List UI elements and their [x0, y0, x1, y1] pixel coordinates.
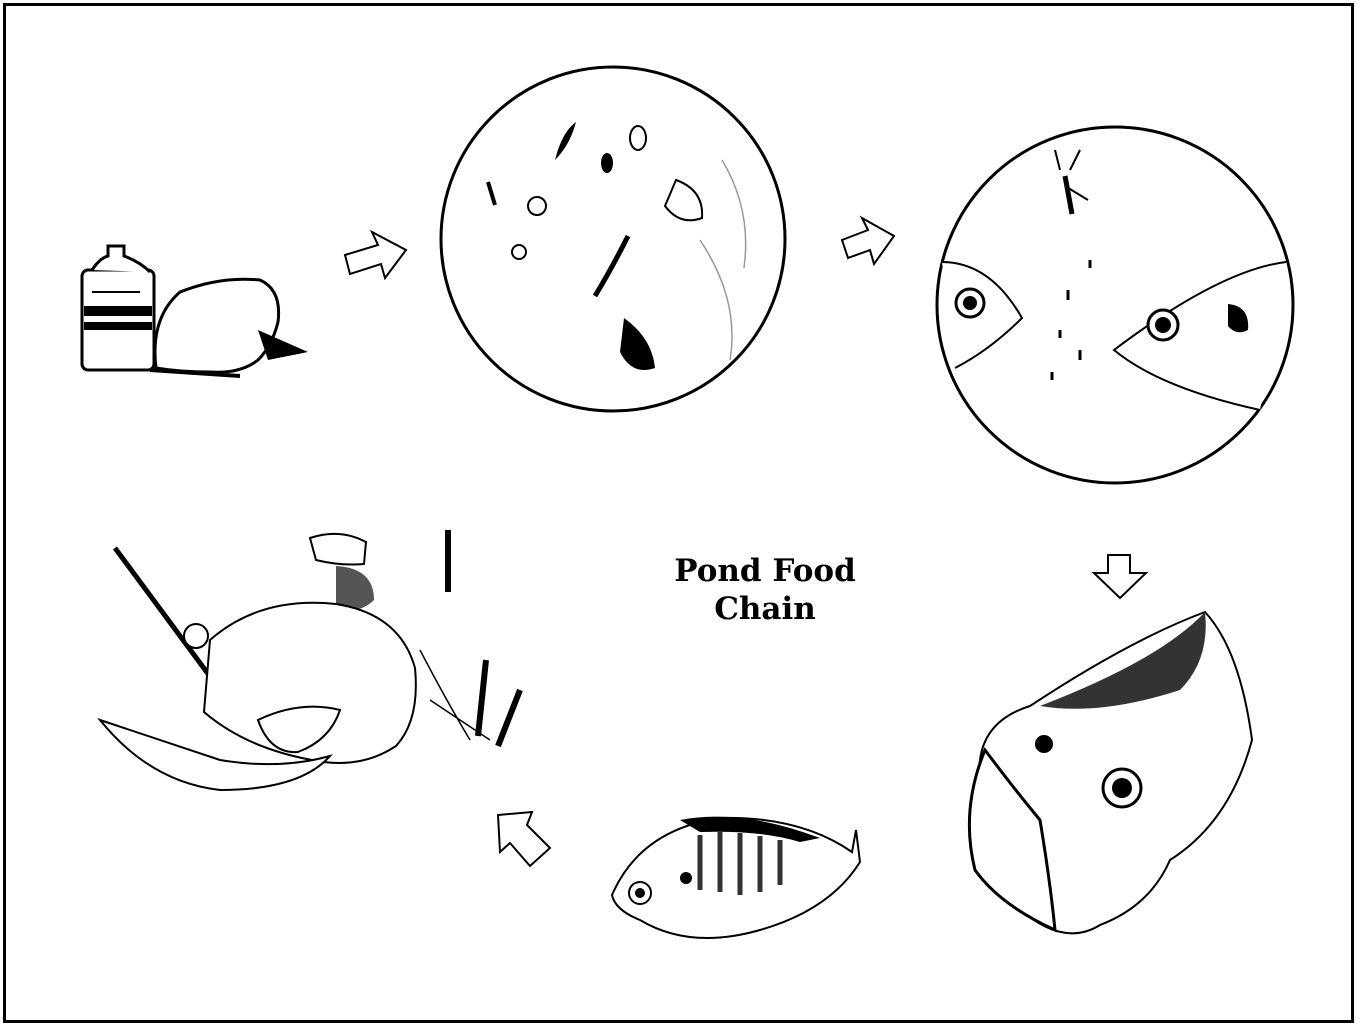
arrow-up-left: [498, 812, 550, 866]
arrow-right-2: [842, 218, 894, 264]
arrow-right-1: [345, 232, 406, 278]
diagram-title: Pond Food Chain: [650, 552, 880, 628]
diagram-title-line-1: Pond Food: [650, 552, 880, 590]
largemouth-bass-icon: [969, 612, 1252, 933]
fertilizer-jug-and-bag-icon: [82, 246, 308, 376]
diagram-title-line-2: Chain: [650, 590, 880, 628]
plankton-circle-icon: [441, 67, 785, 411]
arrow-down: [1094, 555, 1146, 598]
fisherman-icon: [100, 530, 520, 790]
bluegill-icon: [612, 817, 860, 938]
insect-and-fish-circle-icon: [937, 127, 1293, 483]
